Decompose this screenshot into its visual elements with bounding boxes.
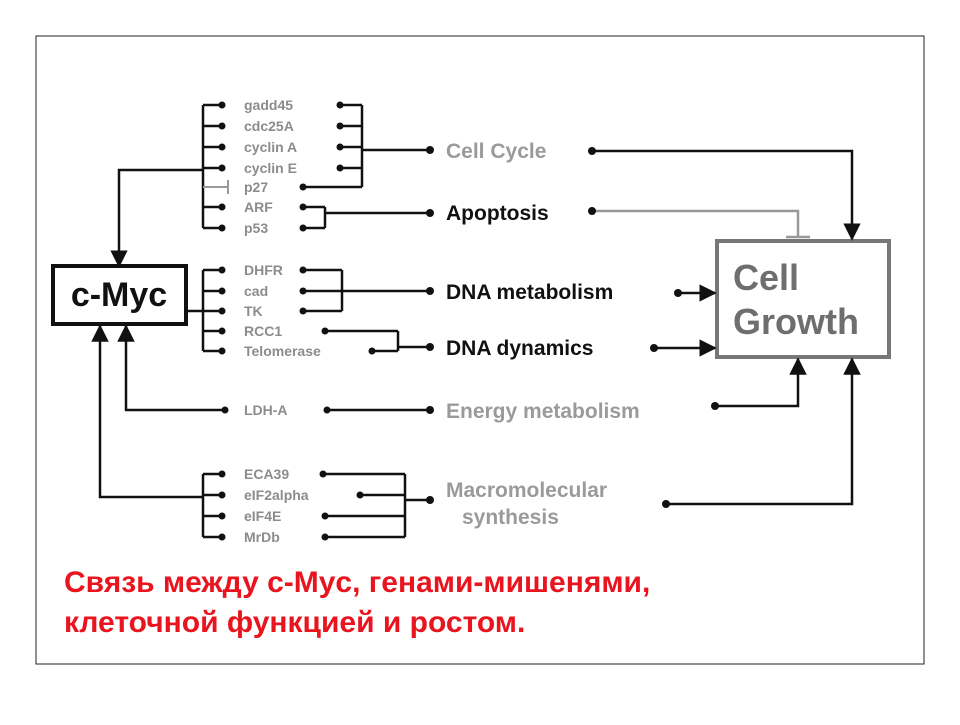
- gene-dhfr: DHFR: [244, 262, 283, 278]
- c-myc-node: c-Myc: [51, 264, 188, 326]
- gene-cad: cad: [244, 283, 268, 299]
- edge-energy-growth: [715, 357, 807, 408]
- gene-tk: TK: [244, 303, 263, 319]
- gene-rcc1: RCC1: [244, 323, 282, 339]
- gene-p27: p27: [244, 179, 268, 195]
- function-macromolecular-2: synthesis: [462, 506, 559, 529]
- gene-group-4: ECA39 eIF2alpha eIF4E MrDb: [201, 466, 434, 545]
- edge-cell-cycle-growth: [592, 149, 861, 241]
- gene-ldh-a: LDH-A: [244, 402, 288, 418]
- edge-myc-ldha: [117, 324, 225, 412]
- gene-group-3: LDH-A: [221, 402, 434, 418]
- function-dna-dynamics: DNA dynamics: [446, 337, 593, 360]
- cell-growth-node: Cell Growth: [715, 239, 891, 359]
- cell-growth-label-2: Growth: [733, 301, 859, 342]
- c-myc-label: c-Myc: [71, 276, 167, 314]
- function-macromolecular-1: Macromolecular: [446, 479, 607, 502]
- gene-arf: ARF: [244, 199, 273, 215]
- gene-group-1: gadd45 cdc25A cyclin A cyclin E p27 ARF …: [201, 97, 434, 236]
- caption-line-1: Связь между c-Myc, генами-мишенями,: [64, 566, 650, 599]
- cell-growth-label-1: Cell: [733, 257, 799, 298]
- myc-connections: [91, 168, 225, 499]
- gene-cyclin-a: cyclin A: [244, 139, 297, 155]
- gene-telomerase: Telomerase: [244, 343, 321, 359]
- gene-eif4e: eIF4E: [244, 508, 281, 524]
- gene-p53: p53: [244, 220, 268, 236]
- gene-eca39: ECA39: [244, 466, 289, 482]
- function-energy-metabolism: Energy metabolism: [446, 400, 640, 423]
- gene-cyclin-e: cyclin E: [244, 160, 297, 176]
- growth-connections: [588, 147, 861, 508]
- function-cell-cycle: Cell Cycle: [446, 140, 546, 163]
- gene-mrdb: MrDb: [244, 529, 280, 545]
- function-apoptosis: Apoptosis: [446, 202, 549, 225]
- caption-line-2: клеточной функцией и ростом.: [64, 606, 525, 639]
- gene-eif2alpha: eIF2alpha: [244, 487, 309, 503]
- edge-myc-group1: [110, 168, 203, 268]
- gene-group-2: DHFR cad TK RCC1 Telomerase: [201, 262, 434, 359]
- gene-gadd45: gadd45: [244, 97, 293, 113]
- gene-cdc25a: cdc25A: [244, 118, 294, 134]
- frame-border: [35, 35, 925, 665]
- edge-apoptosis-growth: [592, 209, 810, 239]
- edge-myc-group4: [91, 324, 203, 499]
- edge-macromolecular-growth: [666, 357, 861, 506]
- function-dna-metabolism: DNA metabolism: [446, 281, 613, 304]
